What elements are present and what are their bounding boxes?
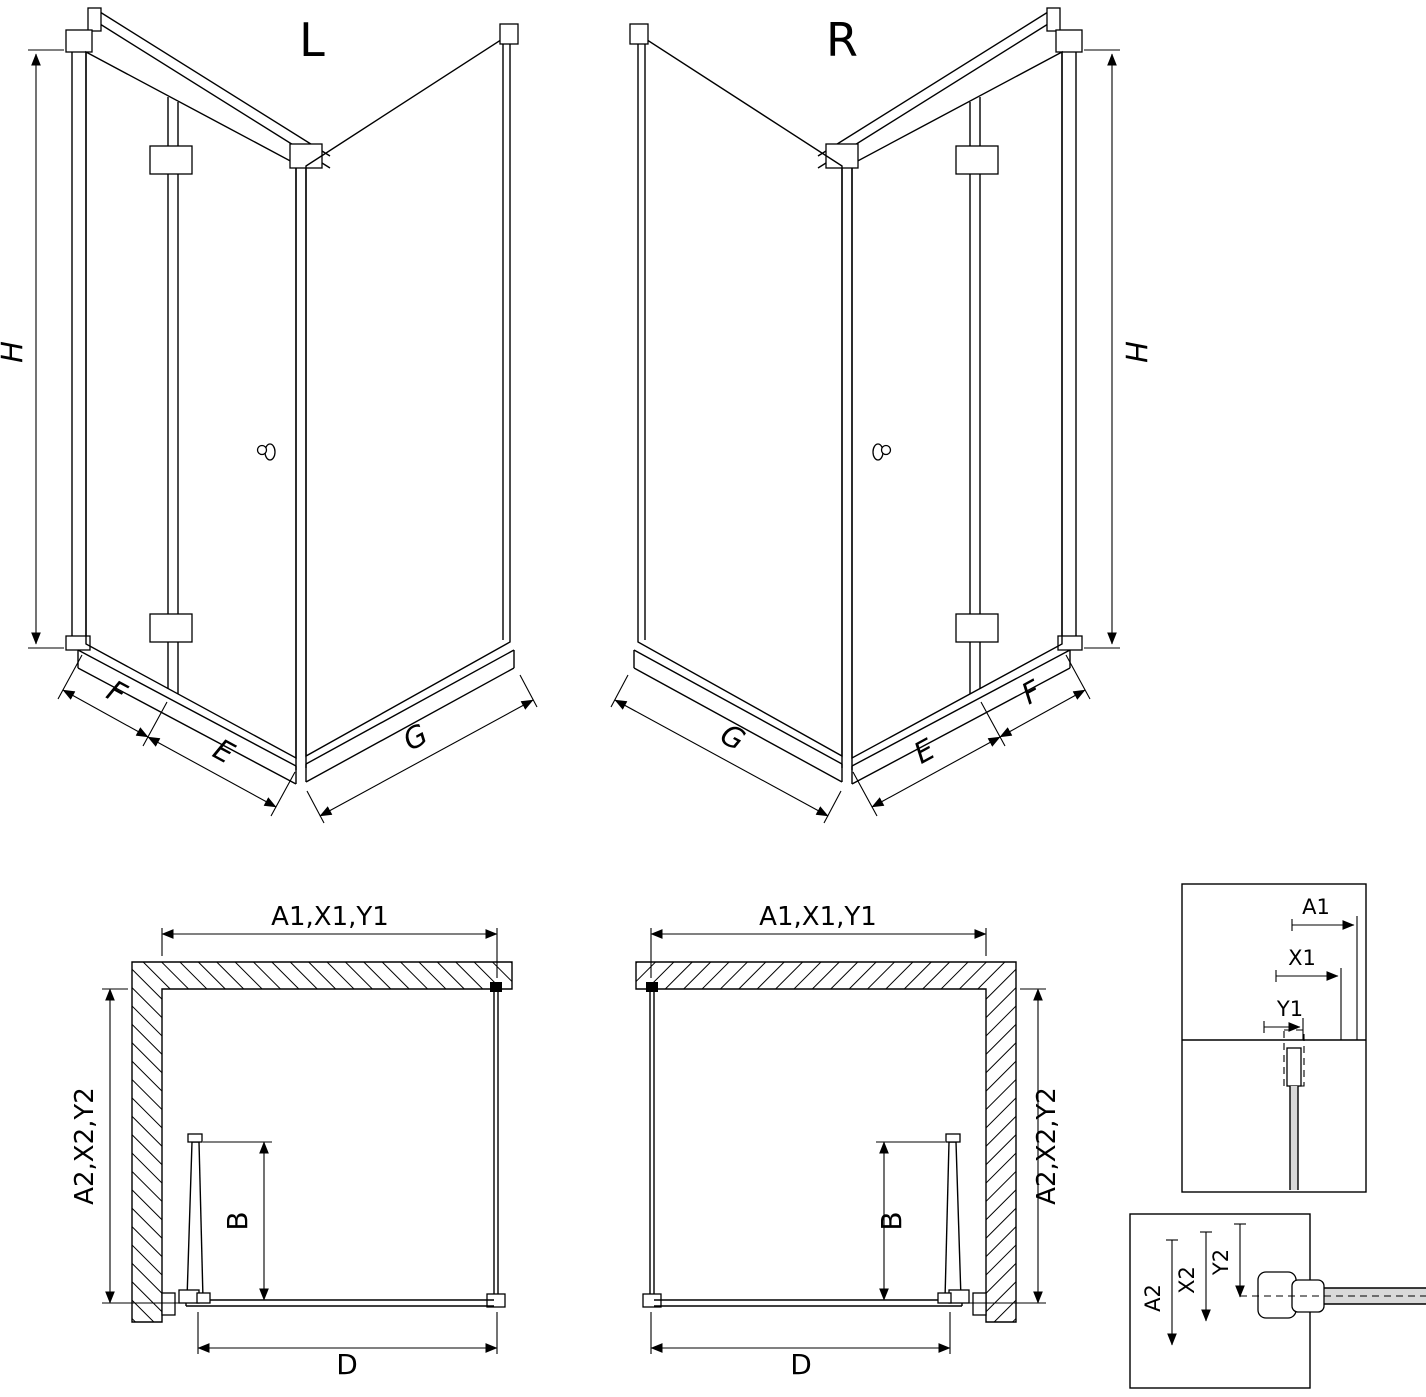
wall-profile-plan [161,1292,176,1316]
plan-side-dim-right: A2,X2,Y2 [1032,1087,1062,1205]
dim-label-e-right: E [908,732,941,771]
right-plan-view [636,928,1046,1354]
dim-label-g-left: G [397,717,433,758]
dim-label-h-left: H [0,341,29,363]
left-view-title: L [299,13,325,67]
plan-side-dim-left: A2,X2,Y2 [70,1087,100,1205]
dimension-f-line [62,689,149,738]
detail-label-y1: Y1 [1276,997,1303,1021]
left-plan-view [102,928,513,1354]
hinge-profile-section [1257,1271,1297,1319]
dimension-e-line [147,736,277,808]
detail-label-x2: X2 [1175,1266,1199,1294]
dim-label-b-right: B [875,1211,908,1230]
detail-a1-view [1181,883,1367,1193]
detail-label-a1: A1 [1302,895,1330,919]
plan-top-dim-right: A1,X1,Y1 [759,902,877,932]
dim-label-d-right: D [790,1348,812,1381]
top-hinge [149,145,193,175]
detail-label-x1: X1 [1288,946,1316,970]
bottom-hinge [149,613,193,643]
dim-label-f-left: F [101,673,133,711]
wall-profile-cap [65,29,93,53]
dim-label-b-left: B [221,1211,254,1230]
plan-top-dim-left: A1,X1,Y1 [271,902,389,932]
dim-label-d-left: D [336,1348,358,1381]
dim-label-g-right: G [715,717,751,758]
detail-label-y2: Y2 [1209,1249,1233,1276]
wall-section [131,961,513,1323]
left-3d-view [28,7,538,824]
dim-label-f-right: F [1016,673,1048,711]
glass-wall-connector [490,982,502,992]
detail-a2-view [1129,1213,1426,1389]
right-view-title: R [826,13,858,67]
dimension-g-line [319,699,534,817]
door-pivot [178,1289,200,1304]
wall-profile-section [1286,1047,1302,1087]
detail-label-a2: A2 [1141,1284,1165,1312]
door-top-cap [187,1133,203,1143]
corner-bracket [289,143,323,169]
side-panel-glass [305,32,511,758]
dim-label-h-right: H [1119,341,1153,363]
